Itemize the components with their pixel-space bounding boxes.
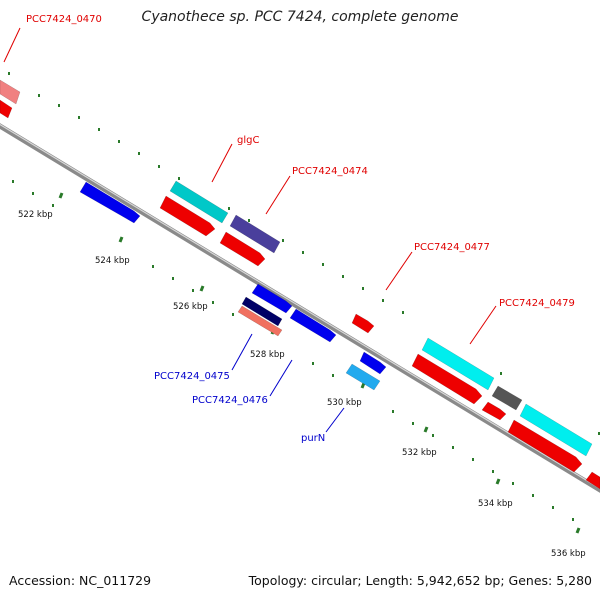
inner-tick-track: [12, 180, 574, 521]
gene-navy-0475: [241, 296, 283, 327]
gene-label-PCC7424_0479: PCC7424_0479: [499, 298, 575, 309]
gene-label-purN: purN: [301, 433, 325, 444]
gene-features: [0, 79, 600, 490]
outer-tick-track: [8, 72, 600, 435]
gene-label-PCC7424_0477: PCC7424_0477: [414, 242, 490, 253]
gene-labels: PCC7424_0470 glgC PCC7424_0474 PCC7424_0…: [26, 14, 575, 444]
gene-cyan-0479: [519, 403, 593, 457]
gene-red-0479: [507, 419, 583, 473]
major-ticks: [58, 192, 581, 534]
gene-red-left: [0, 99, 13, 119]
genome-summary-text: Topology: circular; Length: 5,942,652 bp…: [248, 573, 592, 588]
kbp-label: 532 kbp: [402, 448, 437, 458]
accession-text: Accession: NC_011729: [9, 573, 152, 588]
gene-red-0479a: [481, 401, 507, 421]
gene-label-PCC7424_0474: PCC7424_0474: [292, 166, 368, 177]
genome-title: Cyanothece sp. PCC 7424, complete genome: [141, 9, 459, 25]
gene-label-PCC7424_0476: PCC7424_0476: [192, 395, 268, 406]
genome-backbone-highlight: [0, 123, 600, 490]
kbp-label: 524 kbp: [95, 256, 130, 266]
gene-blue-inner-2: [251, 283, 293, 314]
kbp-label: 530 kbp: [327, 398, 362, 408]
kbp-labels: 522 kbp 524 kbp 526 kbp 528 kbp 530 kbp …: [18, 210, 586, 559]
gene-cyan-glgC: [169, 180, 229, 224]
gene-red-0474: [219, 231, 266, 267]
gene-salmon-0475: [237, 305, 283, 337]
gene-blue-inner-1: [79, 181, 141, 224]
label-leaders: [3, 27, 497, 433]
gene-blue-purN: [359, 351, 387, 375]
gene-gray-0479: [491, 385, 523, 411]
kbp-label: 528 kbp: [250, 350, 285, 360]
gene-cyan-0477: [421, 337, 495, 391]
kbp-label: 526 kbp: [173, 302, 208, 312]
gene-label-PCC7424_0470: PCC7424_0470: [26, 14, 102, 25]
gene-red-edge: [585, 471, 600, 490]
gene-red-0477: [411, 353, 483, 405]
kbp-label: 536 kbp: [551, 549, 586, 559]
gene-navy-0474: [229, 214, 281, 254]
gene-label-glgC: glgC: [237, 135, 259, 146]
kbp-label: 522 kbp: [18, 210, 53, 220]
gene-blue-0476: [289, 308, 337, 343]
gene-pink-0470: [0, 79, 21, 105]
gene-label-PCC7424_0475: PCC7424_0475: [154, 371, 230, 382]
kbp-label: 534 kbp: [478, 499, 513, 509]
genome-backbone: [0, 123, 600, 493]
gene-lightblue-purN: [345, 363, 381, 391]
gene-red-glgC: [159, 195, 216, 237]
gene-red-small: [351, 313, 375, 334]
